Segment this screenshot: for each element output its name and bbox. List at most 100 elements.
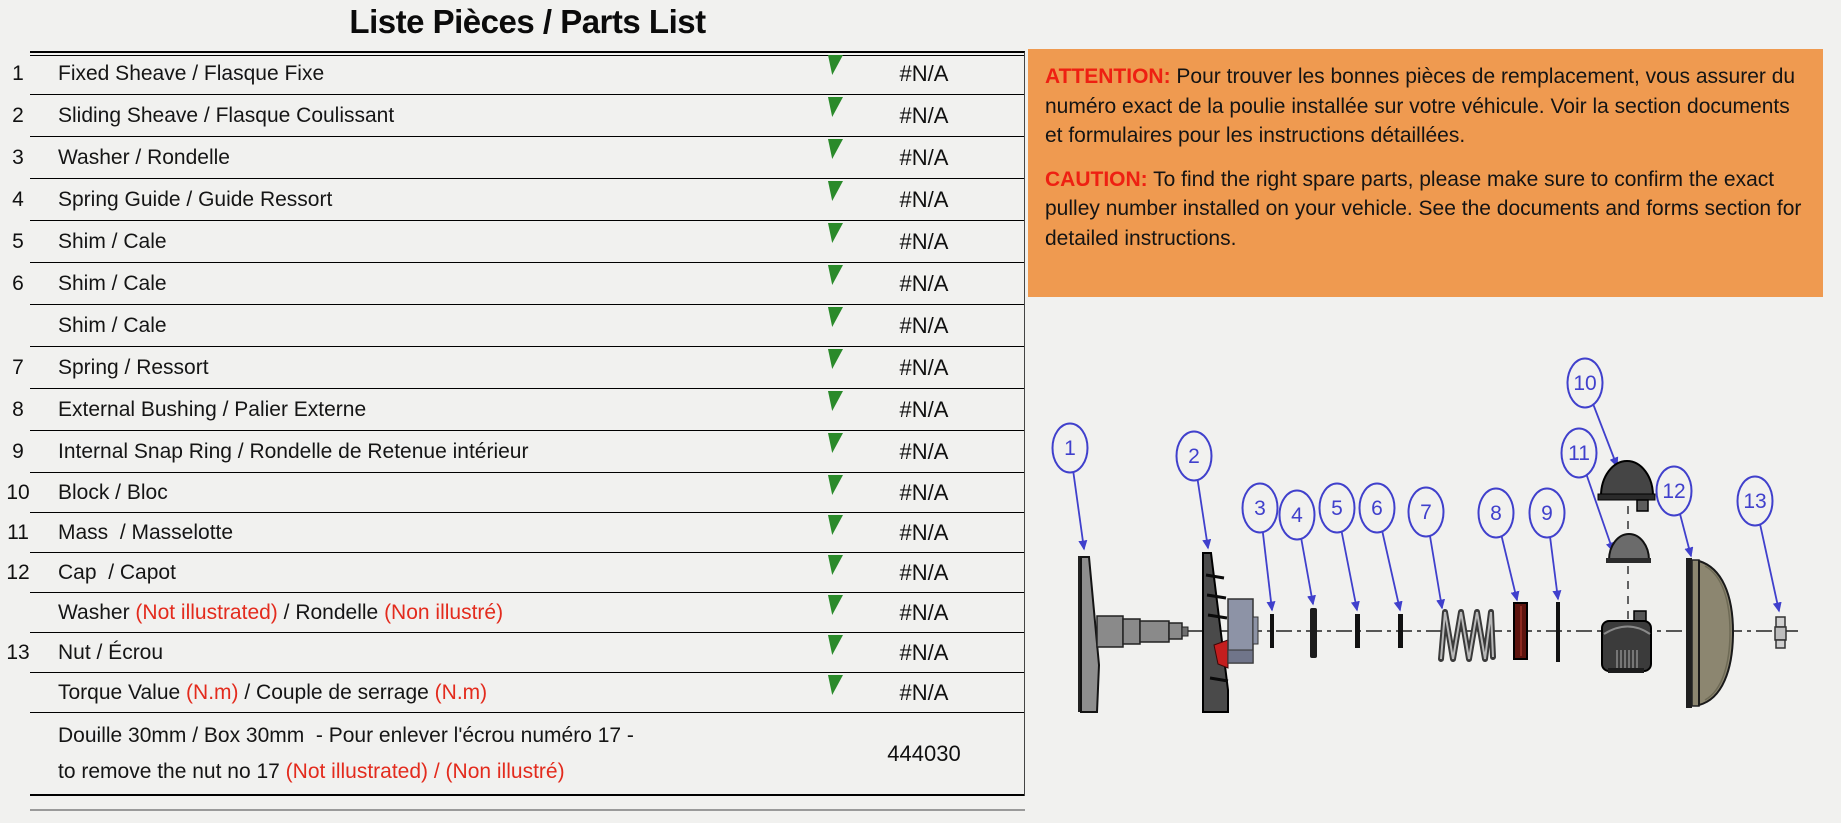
row-number: 11 [7,520,29,544]
callout-number: 3 [1254,497,1266,520]
row-number [0,593,36,632]
callout-number: 10 [1573,372,1596,395]
part-number-value: #N/A [899,354,949,380]
notice-english-paragraph: CAUTION: To find the right spare parts, … [1045,165,1806,254]
row-number: 9 [12,439,24,463]
part-name-label: Cap / Capot [58,560,176,584]
part-number-value: #N/A [899,228,949,254]
part-name-label: Washer / Rondelle [58,145,230,169]
part-6-shim [1398,614,1403,648]
part-5-shim [1355,614,1360,648]
callout-number: 8 [1490,502,1502,525]
callout-bubble [1566,357,1604,409]
row-number [0,305,36,346]
table-row: Washer (Not illustrated) / Rondelle (Non… [30,593,1024,633]
callout-bubble [1528,487,1566,539]
part-1-fixed-sheave [1078,556,1101,713]
part-number-value: #N/A [899,102,949,128]
part-name-label: Washer (Not illustrated) / Rondelle (Non… [58,600,504,624]
row-number: 4 [12,187,24,211]
part-name-label: Nut / Écrou [58,640,164,664]
callout-bubble [1241,482,1279,534]
table-top-double-line [30,55,1025,56]
row-number: 12 [6,560,30,584]
part-8-external-bushing [1513,602,1528,660]
attention-text: Pour trouver les bonnes pièces de rempla… [1045,65,1796,147]
callout-bubble [1175,430,1213,482]
callout-number: 11 [1568,442,1590,465]
shaft [1096,615,1189,648]
row-number: 5 [12,229,24,253]
part-name-label: Shim / Cale [58,271,167,295]
part-name-label: Shim / Cale [58,313,167,337]
callout-bubble [1051,422,1089,474]
part-number-value: #N/A [899,438,949,464]
callout-bubble [1358,482,1396,534]
part-3-washer [1270,614,1274,648]
part-name-label: Block / Bloc [58,480,168,504]
part-name-label: Torque Value (N.m) / Couple de serrage (… [58,680,488,704]
table-row: Torque Value (N.m) / Couple de serrage (… [30,673,1024,713]
part-name-label: Fixed Sheave / Flasque Fixe [58,61,325,85]
part-10-block [1601,610,1652,673]
callout-bubble [1407,486,1445,538]
table-row: 4 Spring Guide / Guide Ressort #N/A [12,179,1024,221]
row-number: 3 [12,145,24,169]
page-title: Liste Pièces / Parts List [349,3,706,40]
part-name-label: External Bushing / Palier Externe [58,397,367,421]
table-row: 1 Fixed Sheave / Flasque Fixe #N/A [12,53,1024,95]
part-name-label: Sliding Sheave / Flasque Coulissant [58,103,395,127]
callout-bubble [1477,487,1515,539]
callout-number: 9 [1541,502,1553,525]
part-number-value: #N/A [899,599,949,625]
row-number: 10 [6,480,30,504]
row-number: 1 [12,61,24,85]
part-name-label: Internal Snap Ring / Rondelle de Retenue… [58,439,529,463]
row-number [0,673,36,712]
table-row: Douille 30mm / Box 30mm - Pour enlever l… [30,713,1024,796]
part-number-value: #N/A [899,679,949,705]
row-number: 13 [6,640,30,664]
table-row: 13 Nut / Écrou #N/A [6,633,1024,673]
part-name-label: Mass / Masselotte [58,520,234,544]
part-2-sliding-sheave [1202,552,1259,713]
part-number-value: #N/A [899,186,949,212]
callout-bubble [1560,427,1598,479]
part-number-value: 444030 [887,740,961,766]
part-name-label: Douille 30mm / Box 30mm - Pour enlever l… [58,724,634,783]
callout-number: 13 [1743,490,1766,513]
part-number-value: #N/A [899,396,949,422]
part-name-label: Spring Guide / Guide Ressort [58,187,333,211]
caution-label: CAUTION: [1045,167,1148,191]
callout-number: 1 [1064,437,1076,460]
callout-bubble [1278,489,1316,541]
attention-label: ATTENTION: [1045,65,1171,88]
part-12-cap [1686,558,1735,708]
attention-caution-notice: ATTENTION: Pour trouver les bonnes pièce… [1028,49,1823,297]
callout-bubble [1318,482,1356,534]
callout-number: 12 [1662,480,1685,503]
part-number-value: #N/A [899,270,949,296]
part-number-value: #N/A [899,559,949,585]
callout-number: 5 [1331,497,1343,520]
table-row: 9 Internal Snap Ring / Rondelle de Retenu… [12,431,1024,473]
notice-french-paragraph: ATTENTION: Pour trouver les bonnes pièce… [1045,62,1806,151]
part-number-value: #N/A [899,639,949,665]
callout-bubble [1736,475,1774,527]
part-7-spring [1438,609,1496,662]
part-number-value: #N/A [899,60,949,86]
row-number: 2 [12,103,24,127]
table-bottom-shadow-line [30,809,1025,811]
callout-bubble [1655,465,1693,517]
table-row: 3 Washer / Rondelle #N/A [12,137,1024,179]
table-row: 2 Sliding Sheave / Flasque Coulissant #N/A [12,95,1024,137]
part-number-value: #N/A [899,144,949,170]
